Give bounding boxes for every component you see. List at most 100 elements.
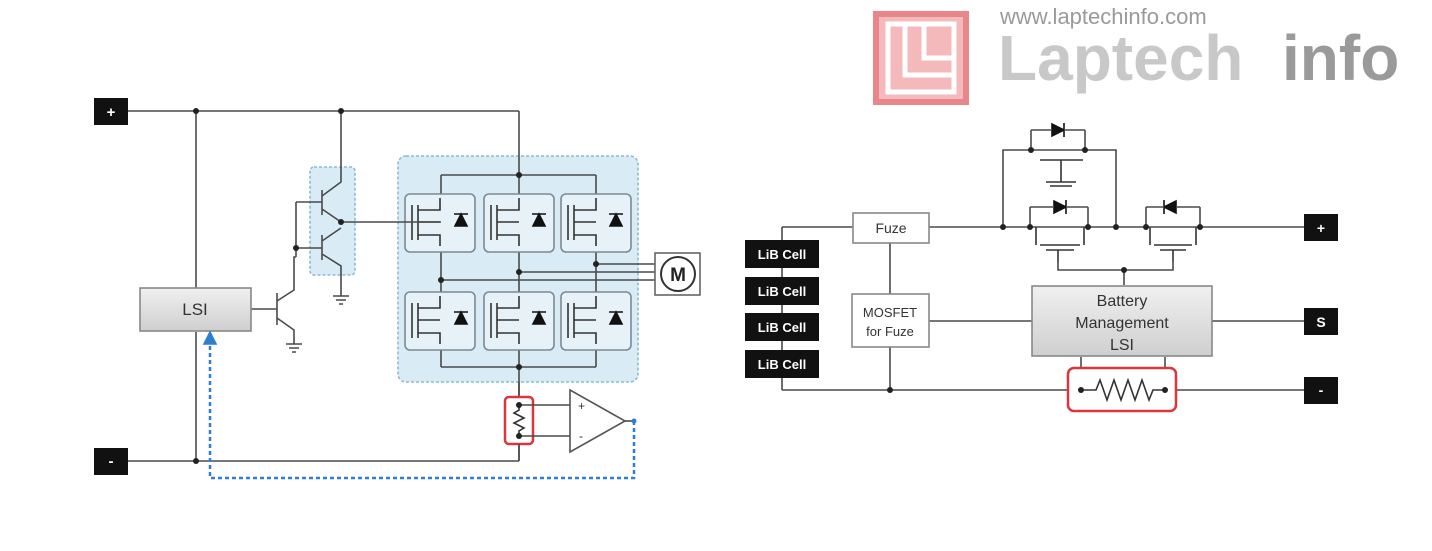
diode-symbol (453, 212, 469, 227)
junction-dot (516, 364, 522, 370)
switch-cell (560, 193, 632, 253)
bypass-branch-wire (1002, 149, 1117, 227)
diode-wire (1030, 129, 1086, 150)
discharge-mosfet-symbol (1149, 227, 1197, 262)
junction-dot (1028, 147, 1034, 153)
bypass-mosfet-symbol (1040, 159, 1083, 187)
bms-label-line2: Management (1075, 315, 1169, 332)
diode-symbol (531, 310, 547, 325)
junction-dot (516, 433, 522, 439)
lsi-box (139, 287, 252, 332)
gate-driver-area (309, 166, 356, 276)
terminal-s-label: S (1316, 314, 1325, 330)
switch-cell (404, 291, 476, 351)
lib-cell (745, 240, 819, 268)
lsi-label: LSI (182, 300, 208, 319)
lib-cell-stack: LiB Cell LiB Cell LiB Cell LiB Cell (745, 240, 819, 378)
switch-cell (560, 291, 632, 351)
logo-mark (902, 24, 954, 78)
watermark-word-laptech: Laptech (998, 22, 1243, 94)
driver-base-wire (295, 201, 322, 249)
junction-dot (438, 277, 444, 283)
junction-dot (1085, 224, 1091, 230)
mosfet-symbol (567, 198, 597, 246)
junction-dots (887, 147, 1203, 393)
lib-cell (745, 277, 819, 305)
body-diodes (453, 212, 624, 325)
motor-label: M (670, 265, 686, 286)
junction-dot (887, 387, 893, 393)
diode-symbol (531, 212, 547, 227)
terminal-minus-right (1304, 377, 1338, 404)
lib-cell-label: LiB Cell (758, 284, 806, 299)
junction-dot (338, 108, 344, 114)
switch-cell (404, 193, 476, 253)
sense-resistor-symbol (1081, 377, 1165, 403)
lib-cell-label: LiB Cell (758, 247, 806, 262)
diode-symbol (608, 212, 624, 227)
lib-cell (745, 313, 819, 341)
diode-symbol (453, 310, 469, 325)
junction-dot (593, 261, 599, 267)
junction-dot (1000, 224, 1006, 230)
junction-dot (1121, 267, 1127, 273)
junction-dot (516, 172, 522, 178)
diode-symbol (608, 310, 624, 325)
battery-protection-circuit (781, 122, 1304, 413)
opamp-plus-label: + (578, 399, 585, 413)
mosfet-fuze-label-line1: MOSFET (863, 305, 917, 320)
terminal-plus-right-label: + (1317, 220, 1325, 236)
junction-dot (1197, 224, 1203, 230)
junction-dot (1162, 387, 1168, 393)
diode-wire (1145, 206, 1201, 227)
current-feedback-line (208, 338, 636, 480)
watermark: www.laptechinfo.com Laptech info (873, 4, 1399, 105)
battery-management-lsi-box (1031, 285, 1213, 357)
junction-dot (193, 108, 199, 114)
terminal-minus-left (94, 448, 128, 475)
mosfet-fuze-label-line2: for Fuze (866, 324, 914, 339)
watermark-url: www.laptechinfo.com (999, 4, 1207, 29)
diode-symbol (1162, 199, 1177, 215)
terminal-s (1304, 308, 1338, 335)
lib-cell-label: LiB Cell (758, 357, 806, 372)
terminal-plus-left (94, 98, 128, 125)
fuze-box (852, 212, 930, 244)
lsi-output-transistor (251, 256, 296, 344)
junction-dot (516, 402, 522, 408)
terminal-minus-right-label: - (1319, 382, 1324, 398)
watermark-word-info: info (1282, 22, 1399, 94)
junction-dot (1143, 224, 1149, 230)
junction-dot (1027, 224, 1033, 230)
junction-dot (516, 269, 522, 275)
junction-dot (193, 458, 199, 464)
mosfet-symbol (490, 296, 520, 344)
mosfet-symbol (411, 296, 441, 344)
lib-cell (745, 350, 819, 378)
opamp-input-wires (519, 404, 570, 437)
lib-cell-label: LiB Cell (758, 320, 806, 335)
junction-dot (631, 418, 637, 424)
charge-mosfet-symbol (1035, 227, 1085, 262)
opamp-minus-label: - (579, 429, 583, 443)
bms-label-line1: Battery (1097, 293, 1148, 310)
driver-ground-symbol (333, 295, 349, 305)
junction-dot (338, 219, 344, 225)
junction-dot (1078, 387, 1084, 393)
junction-dot (1113, 224, 1119, 230)
opamp-symbol (569, 388, 627, 454)
junction-dots (193, 108, 637, 464)
diode-wire (1029, 206, 1089, 227)
mosfet-for-fuze-box (851, 293, 930, 348)
transistor-ground-symbol (286, 343, 302, 353)
gate-bus-wire (1057, 262, 1174, 271)
terminal-plus-left-label: + (107, 104, 116, 121)
motor-drive-circuit (128, 108, 701, 480)
motor-symbol (660, 256, 696, 292)
feedback-arrow-icon (202, 330, 218, 345)
shunt-resistor-symbol (512, 403, 526, 438)
bms-label-line3: LSI (1110, 337, 1134, 354)
mosfet-symbol (490, 198, 520, 246)
